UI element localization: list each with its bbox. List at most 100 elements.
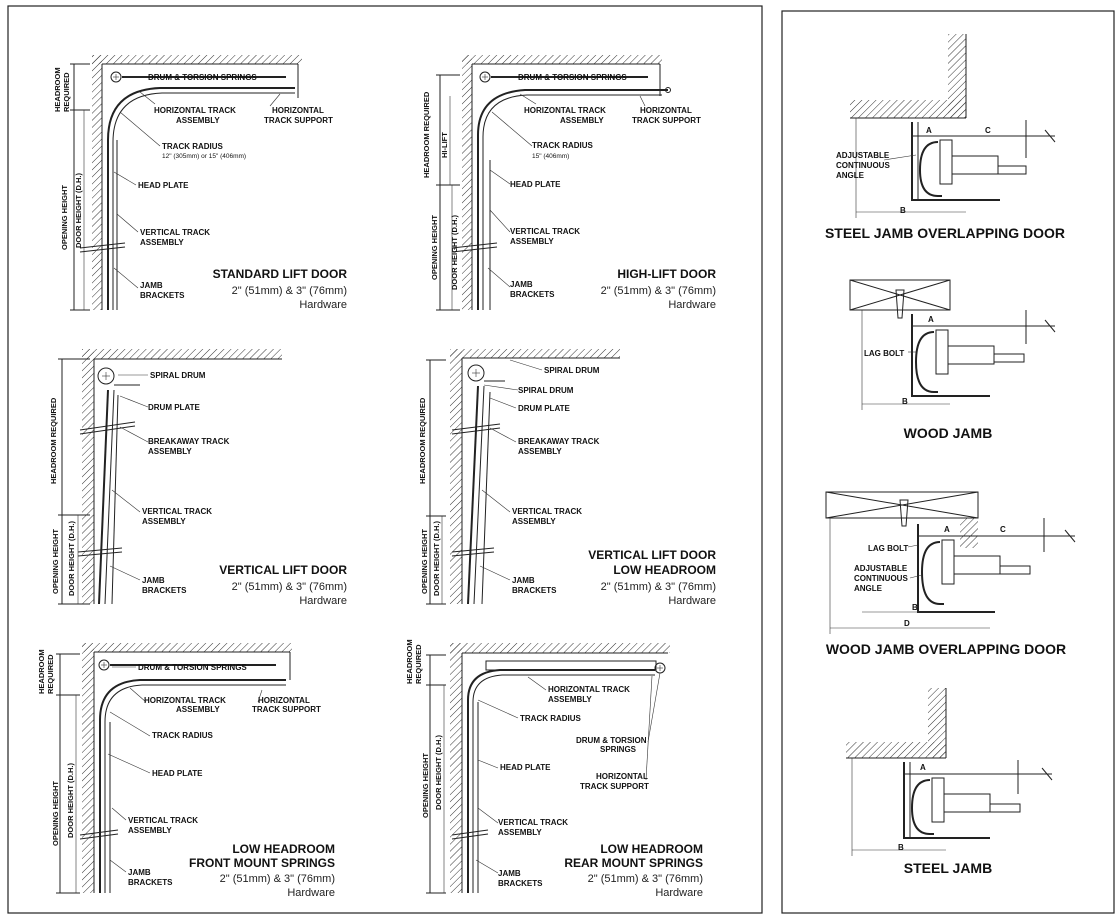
dim-c: C bbox=[985, 126, 991, 135]
dim-b: B bbox=[900, 206, 906, 215]
jamb-title: WOOD JAMB bbox=[904, 425, 993, 441]
callout-breakaway-track: BREAKAWAY TRACK bbox=[148, 437, 230, 446]
panel-title: LOW HEADROOM bbox=[232, 842, 335, 856]
jamb-wood: A B LAG BOLT WOOD JAMB bbox=[849, 279, 1056, 441]
callout-spiral-drum: SPIRAL DRUM bbox=[150, 371, 206, 380]
panel-hardware: Hardware bbox=[299, 299, 347, 311]
vlabel-door-height: DOOR HEIGHT (D.H.) bbox=[67, 521, 76, 596]
panel-hardware: Hardware bbox=[287, 887, 335, 899]
callout-head-plate: HEAD PLATE bbox=[500, 763, 551, 772]
callout-assembly: ASSEMBLY bbox=[498, 828, 542, 837]
callout-head-plate: HEAD PLATE bbox=[138, 181, 189, 190]
panel-low-headroom-rear-mount: HORIZONTAL TRACK ASSEMBLY TRACK RADIUS D… bbox=[405, 639, 703, 899]
panel-title: STANDARD LIFT DOOR bbox=[213, 267, 348, 281]
panel-hardware: Hardware bbox=[668, 595, 716, 607]
callout-head-plate: HEAD PLATE bbox=[510, 180, 561, 189]
callout-horizontal-track: HORIZONTAL TRACK bbox=[144, 696, 226, 705]
panel-standard-lift-door: DRUM & TORSION SPRINGS HORIZONTAL TRACK … bbox=[53, 55, 347, 311]
callout-breakaway-track: BREAKAWAY TRACK bbox=[518, 437, 600, 446]
panel-size: 2" (51mm) & 3" (76mm) bbox=[232, 285, 347, 297]
panel-vertical-lift-door: SPIRAL DRUM DRUM PLATE BREAKAWAY TRACK A… bbox=[49, 349, 347, 607]
dim-a: A bbox=[944, 525, 950, 534]
vlabel-opening-height: OPENING HEIGHT bbox=[51, 781, 60, 846]
panel-title: HIGH-LIFT DOOR bbox=[617, 267, 716, 281]
jamb-steel: A B STEEL JAMB bbox=[846, 688, 1053, 876]
panel-title-line2: REAR MOUNT SPRINGS bbox=[564, 856, 703, 870]
panel-vertical-lift-low-headroom: SPIRAL DRUM SPIRAL DRUM DRUM PLATE BREAK… bbox=[418, 349, 716, 607]
jamb-title: STEEL JAMB bbox=[904, 860, 992, 876]
jamb-steel-overlapping: A C B ADJUSTABLE CONTINUOUS ANGLE STEEL … bbox=[825, 34, 1065, 241]
panel-title: VERTICAL LIFT DOOR bbox=[219, 563, 347, 577]
callout-drum-torsion-springs: DRUM & TORSION SPRINGS bbox=[148, 73, 257, 82]
callout-vertical-track: VERTICAL TRACK bbox=[512, 507, 582, 516]
panel-title-line2: FRONT MOUNT SPRINGS bbox=[189, 856, 335, 870]
callout-vertical-track: VERTICAL TRACK bbox=[498, 818, 568, 827]
callout-drum-plate: DRUM PLATE bbox=[518, 404, 571, 413]
callout-track-support: TRACK SUPPORT bbox=[252, 705, 321, 714]
callout-brackets: BRACKETS bbox=[128, 878, 173, 887]
vlabel-opening-height: OPENING HEIGHT bbox=[430, 215, 439, 280]
label-continuous: CONTINUOUS bbox=[854, 574, 908, 583]
callout-head-plate: HEAD PLATE bbox=[152, 769, 203, 778]
left-sheet-frame bbox=[7, 5, 763, 914]
callout-vertical-track: VERTICAL TRACK bbox=[142, 507, 212, 516]
dim-c: C bbox=[1000, 525, 1006, 534]
callout-horizontal-track: HORIZONTAL TRACK bbox=[154, 106, 236, 115]
callout-jamb: JAMB bbox=[512, 576, 535, 585]
vlabel-headroom-required: HEADROOM REQUIRED bbox=[418, 397, 427, 484]
vlabel-headroom: HEADROOM bbox=[37, 649, 46, 694]
label-angle: ANGLE bbox=[836, 171, 865, 180]
label-continuous: CONTINUOUS bbox=[836, 161, 890, 170]
callout-track-radius: TRACK RADIUS bbox=[152, 731, 214, 740]
callout-assembly: ASSEMBLY bbox=[148, 447, 192, 456]
callout-spiral-drum: SPIRAL DRUM bbox=[518, 386, 574, 395]
callout-horizontal: HORIZONTAL bbox=[258, 696, 310, 705]
label-lag-bolt: LAG BOLT bbox=[868, 544, 908, 553]
dim-a: A bbox=[920, 763, 926, 772]
dim-a: A bbox=[926, 126, 932, 135]
callout-radius-value: 15" (406mm) bbox=[532, 153, 569, 160]
callout-jamb: JAMB bbox=[142, 576, 165, 585]
panel-hardware: Hardware bbox=[299, 595, 347, 607]
vlabel-headroom: HEADROOM bbox=[53, 67, 62, 112]
panel-title: LOW HEADROOM bbox=[600, 842, 703, 856]
panel-title: VERTICAL LIFT DOOR bbox=[588, 548, 716, 562]
callout-horizontal-track: HORIZONTAL TRACK bbox=[524, 106, 606, 115]
panel-size: 2" (51mm) & 3" (76mm) bbox=[232, 581, 347, 593]
label-lag-bolt: LAG BOLT bbox=[864, 349, 904, 358]
callout-assembly: ASSEMBLY bbox=[140, 238, 184, 247]
vlabel-hi-lift: HI-LIFT bbox=[440, 132, 449, 158]
callout-assembly: ASSEMBLY bbox=[560, 116, 604, 125]
callout-track-support: TRACK SUPPORT bbox=[264, 116, 333, 125]
callout-brackets: BRACKETS bbox=[510, 290, 555, 299]
callout-assembly: ASSEMBLY bbox=[510, 237, 554, 246]
callout-jamb: JAMB bbox=[498, 869, 521, 878]
label-adjustable: ADJUSTABLE bbox=[836, 151, 890, 160]
callout-brackets: BRACKETS bbox=[140, 291, 185, 300]
callout-assembly: ASSEMBLY bbox=[176, 705, 220, 714]
panel-size: 2" (51mm) & 3" (76mm) bbox=[220, 873, 335, 885]
panel-title-line2: LOW HEADROOM bbox=[613, 563, 716, 577]
callout-vertical-track: VERTICAL TRACK bbox=[140, 228, 210, 237]
callout-track-radius: TRACK RADIUS bbox=[520, 714, 582, 723]
vlabel-opening-height: OPENING HEIGHT bbox=[420, 529, 429, 594]
jamb-wood-overlapping: A C B D LAG BOLT ADJUSTABLE CONTINUOUS A… bbox=[825, 491, 1076, 657]
vlabel-door-height: DOOR HEIGHT (D.H.) bbox=[66, 763, 75, 838]
label-adjustable: ADJUSTABLE bbox=[854, 564, 908, 573]
callout-drum-plate: DRUM PLATE bbox=[148, 403, 201, 412]
callout-assembly: ASSEMBLY bbox=[128, 826, 172, 835]
callout-brackets: BRACKETS bbox=[142, 586, 187, 595]
callout-jamb: JAMB bbox=[128, 868, 151, 877]
vlabel-headroom-required: HEADROOM REQUIRED bbox=[49, 397, 58, 484]
dim-d: D bbox=[904, 619, 910, 628]
panel-hardware: Hardware bbox=[655, 887, 703, 899]
vlabel-door-height: DOOR HEIGHT (D.H.) bbox=[74, 173, 83, 248]
panel-size: 2" (51mm) & 3" (76mm) bbox=[588, 873, 703, 885]
vlabel-required: REQUIRED bbox=[62, 72, 71, 112]
dim-b: B bbox=[912, 603, 918, 612]
callout-track-radius: TRACK RADIUS bbox=[532, 141, 594, 150]
panel-size: 2" (51mm) & 3" (76mm) bbox=[601, 581, 716, 593]
dim-b: B bbox=[902, 397, 908, 406]
callout-springs: SPRINGS bbox=[600, 745, 637, 754]
